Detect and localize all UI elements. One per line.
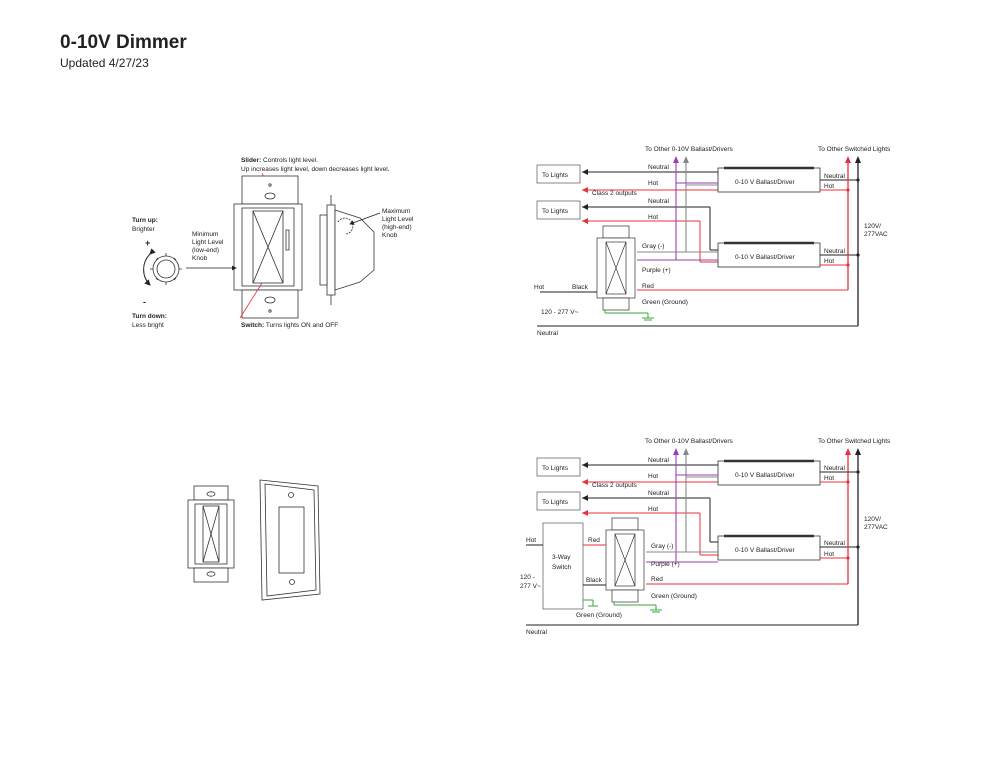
max-knob-pointer	[349, 212, 381, 225]
label-drv2-hot-b: Hot	[824, 551, 834, 558]
label-green-b: Green (Ground)	[651, 593, 697, 600]
label-neutral-bottom-b: Neutral	[526, 629, 548, 636]
mains-label: 120V/ 277VAC	[864, 223, 888, 238]
plus-sign: +	[145, 238, 150, 248]
driver-label-2: 0-10 V Ballast/Driver	[735, 254, 795, 261]
label-hot-2: Hot	[648, 214, 658, 221]
label-hot-1b: Hot	[648, 473, 658, 480]
label-class2: Class 2 outputs	[592, 190, 638, 197]
dimmer-with-wallplate	[187, 479, 321, 601]
label-drv1-hot: Hot	[824, 183, 834, 190]
label-hot-1: Hot	[648, 180, 658, 187]
label-purple-b: Purple (+)	[651, 561, 680, 568]
label-voltage-b: 120 - 277 V~	[520, 574, 541, 590]
label-drv1-neutral-b: Neutral	[824, 465, 846, 472]
label-to-other-switched: To Other Switched Lights	[818, 146, 891, 153]
minus-sign: -	[143, 297, 146, 307]
label-drv2-neutral: Neutral	[824, 248, 846, 255]
turn-up-description: Brighter	[132, 226, 156, 233]
label-voltage: 120 - 277 V~	[541, 309, 579, 316]
three-way-switch-box	[542, 522, 584, 610]
label-neutral-2: Neutral	[648, 198, 670, 205]
switch-label: Switch: Turns lights ON and OFF	[241, 322, 338, 329]
label-black: Black	[572, 284, 589, 291]
to-lights-box-2	[536, 200, 581, 220]
turn-up-label: Turn up:	[132, 217, 158, 224]
label-drv2-neutral-b: Neutral	[824, 540, 846, 547]
label-neutral-1: Neutral	[648, 164, 670, 171]
label-class2b: Class 2 outputs	[592, 482, 638, 489]
label-black-b: Black	[586, 577, 603, 584]
label-purple: Purple (+)	[642, 267, 671, 274]
label-drv2-hot: Hot	[824, 258, 834, 265]
slider-description: Up increases light level, down decreases…	[241, 166, 390, 173]
label-red-b: Red	[651, 576, 663, 583]
switch-leader-line	[239, 282, 263, 319]
dimmer-schematic	[596, 225, 636, 311]
to-lights-box-1	[536, 164, 581, 184]
label-to-other-ballast-b: To Other 0-10V Ballast/Drivers	[645, 438, 734, 445]
page-subtitle: Updated 4/27/23	[60, 56, 149, 70]
slider-label: Slider: Controls light level.	[241, 157, 318, 164]
to-lights-label-1: To Lights	[542, 172, 569, 179]
to-lights-label-1b: To Lights	[542, 465, 569, 472]
to-lights-box-1b	[536, 457, 581, 477]
label-to-other-switched-b: To Other Switched Lights	[818, 438, 891, 445]
label-gray: Gray (-)	[642, 243, 664, 250]
dimmer-side-view	[319, 195, 375, 305]
driver-box-2b	[717, 535, 821, 561]
label-drv1-hot-b: Hot	[824, 475, 834, 482]
label-hot-in: Hot	[534, 284, 544, 291]
label-green-switch-b: Green (Ground)	[576, 612, 622, 619]
to-lights-box-2b	[536, 491, 581, 511]
label-neutral-bottom: Neutral	[537, 330, 559, 337]
knob-rotation-arrow	[143, 248, 156, 286]
label-hot-in-b: Hot	[526, 537, 536, 544]
label-green: Green (Ground)	[642, 299, 688, 306]
driver-label-1: 0-10 V Ballast/Driver	[735, 179, 795, 186]
rotary-knob-icon	[150, 253, 182, 285]
label-red: Red	[642, 283, 654, 290]
dimmer-callout-diagram: Slider: Controls light level. Up increas…	[132, 157, 415, 329]
driver-box-1b	[717, 460, 821, 486]
label-drv1-neutral: Neutral	[824, 173, 846, 180]
wiring-diagram-single: To Other 0-10V Ballast/Drivers To Other …	[534, 146, 891, 337]
three-way-label: 3-Way Switch	[552, 554, 572, 571]
turn-down-label: Turn down:	[132, 313, 167, 320]
label-hot-2b: Hot	[648, 506, 658, 513]
driver-box-2	[717, 242, 821, 268]
max-knob-label: Maximum Light Level (high-end) Knob	[382, 208, 415, 239]
dimmer-schematic-b	[605, 517, 645, 603]
to-lights-label-2b: To Lights	[542, 499, 569, 506]
turn-down-description: Less bright	[132, 322, 164, 329]
label-neutral-2b: Neutral	[648, 490, 670, 497]
dimmer-front-view	[233, 175, 303, 319]
page-title: 0-10V Dimmer	[60, 32, 187, 53]
label-gray-b: Gray (-)	[651, 543, 673, 550]
to-lights-label-2: To Lights	[542, 208, 569, 215]
driver-label-2b: 0-10 V Ballast/Driver	[735, 547, 795, 554]
mains-label-b: 120V/ 277VAC	[864, 516, 888, 531]
label-red-in-b: Red	[588, 537, 600, 544]
wiring-diagram-three-way: To Other 0-10V Ballast/Drivers To Other …	[520, 438, 891, 636]
driver-label-1b: 0-10 V Ballast/Driver	[735, 472, 795, 479]
min-knob-label: Minimum Light Level (low-end) Knob	[192, 231, 225, 262]
label-to-other-ballast: To Other 0-10V Ballast/Drivers	[645, 146, 734, 153]
label-neutral-1b: Neutral	[648, 457, 670, 464]
